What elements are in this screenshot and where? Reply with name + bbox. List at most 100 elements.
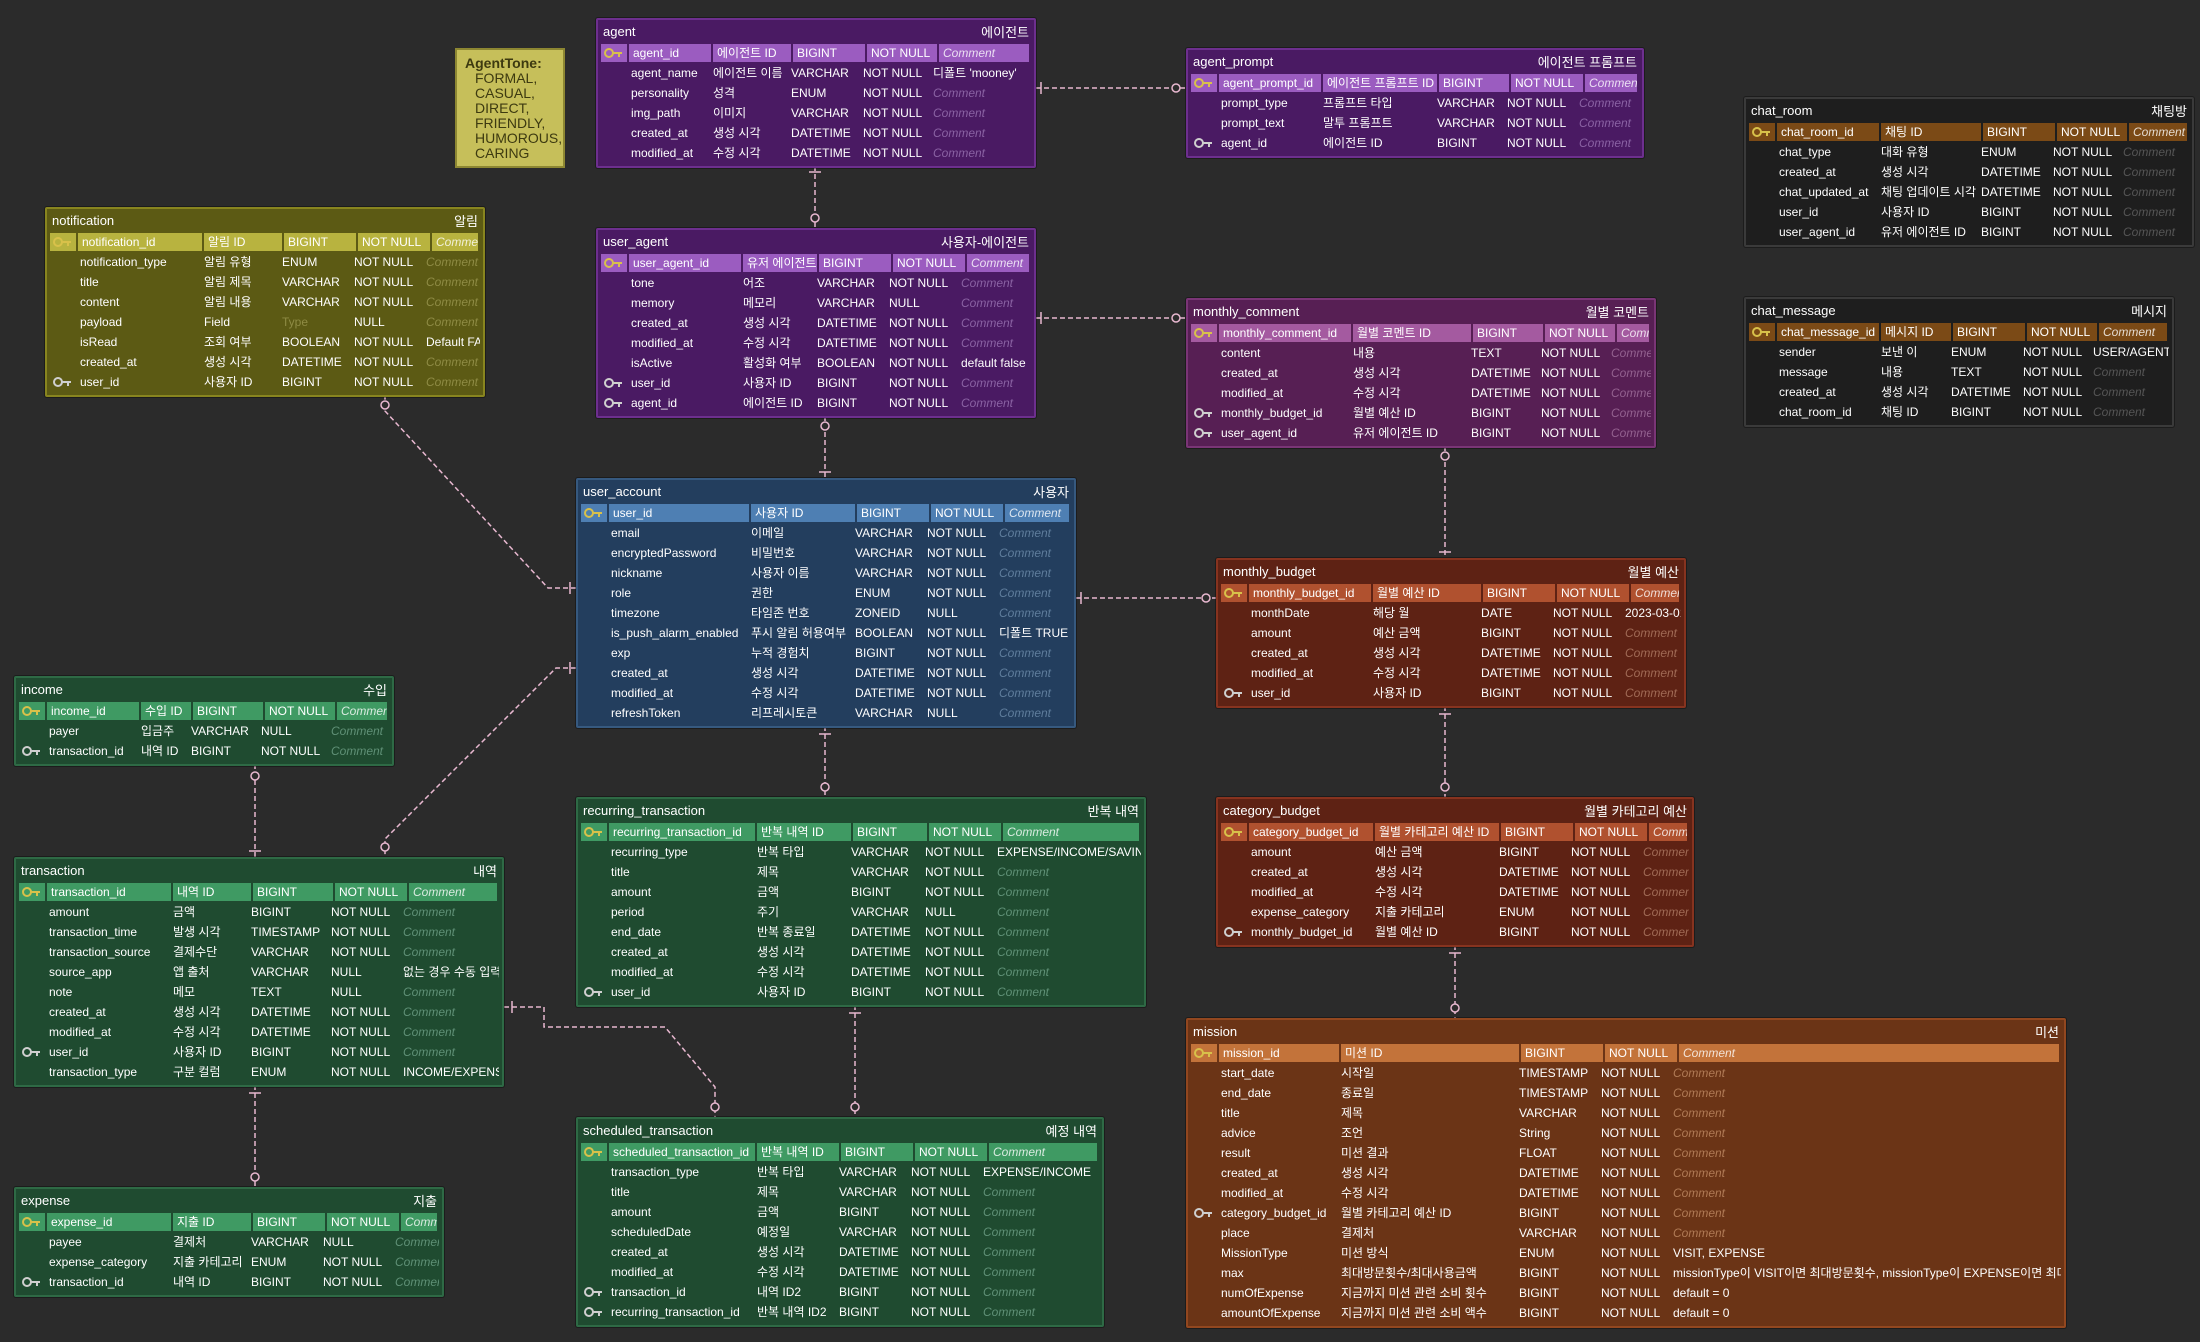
agent-tone-note[interactable]: AgentTone: FORMAL, CASUAL, DIRECT, FRIEN… — [455, 48, 565, 168]
column-row[interactable]: payee결제처VARCHARNULLComment — [19, 1232, 439, 1252]
